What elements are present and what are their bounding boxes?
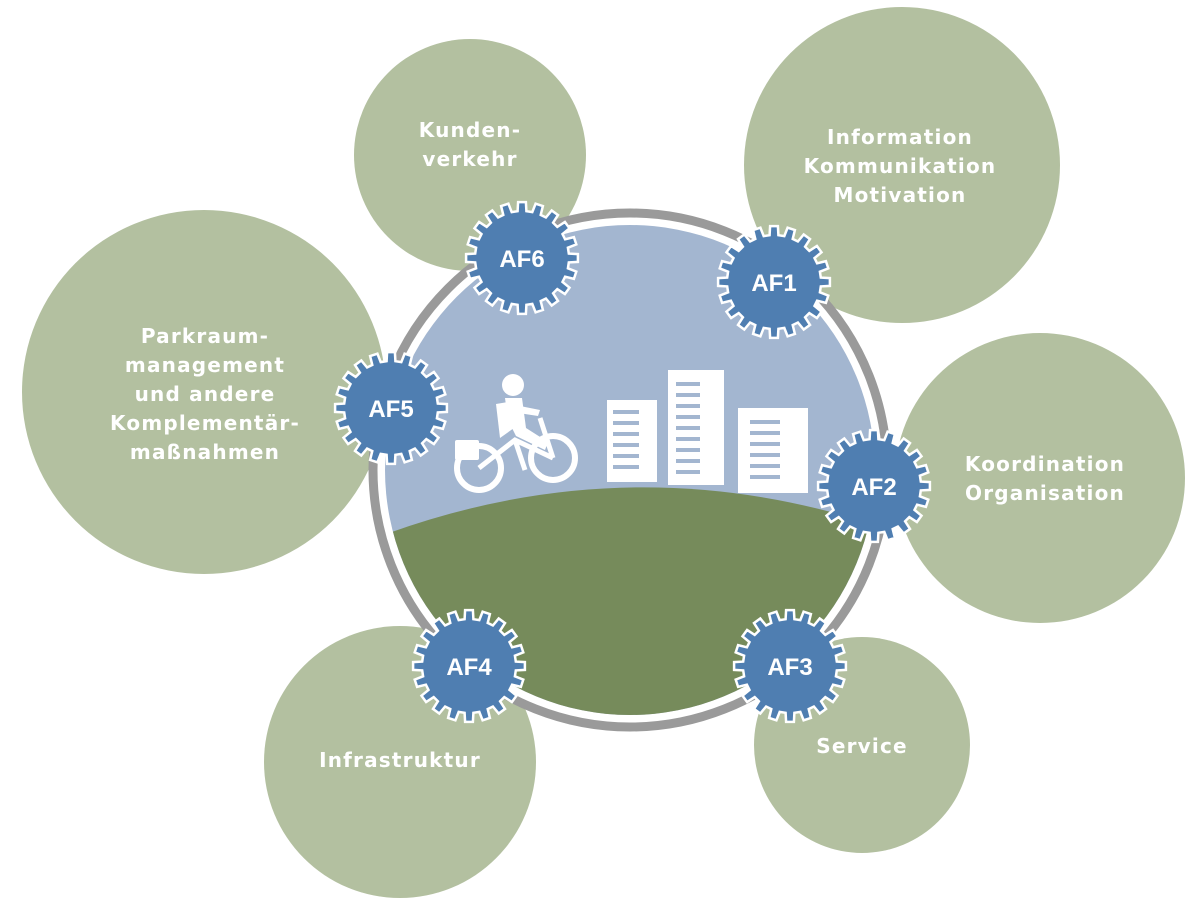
field-label-af1: Information Kommunikation Motivation <box>775 123 1025 210</box>
field-label-line: Information <box>827 125 973 149</box>
building-window <box>750 475 780 479</box>
buildings-icon <box>607 370 808 493</box>
field-label-line: verkehr <box>422 147 518 171</box>
gear-label-af6: AF6 <box>499 246 545 273</box>
field-label-line: Service <box>816 734 908 758</box>
field-label-af3: Service <box>792 732 932 761</box>
building-window <box>750 464 780 468</box>
building-window <box>676 393 700 397</box>
building-window <box>676 470 700 474</box>
field-circle-af5 <box>22 210 386 574</box>
building-window <box>750 431 780 435</box>
gear-icon <box>464 200 580 316</box>
building-window <box>613 443 639 447</box>
building-window <box>750 442 780 446</box>
building-window <box>676 459 700 463</box>
gear-icon <box>732 608 848 724</box>
gear-icon <box>716 224 832 340</box>
field-label-line: Kunden- <box>418 118 522 142</box>
field-label-af5: Parkraum- management und andere Kompleme… <box>80 322 330 467</box>
gear-icon <box>333 350 449 466</box>
field-label-line: management <box>124 353 286 377</box>
field-circle-af1 <box>744 7 1060 323</box>
cyclist-icon <box>454 374 578 493</box>
gear-icon <box>816 428 932 544</box>
gear-label-af1: AF1 <box>751 270 797 297</box>
building-window <box>676 426 700 430</box>
gear-label-af3: AF3 <box>767 654 813 681</box>
building-window <box>676 415 700 419</box>
building-window <box>750 420 780 424</box>
gear-label-af5: AF5 <box>368 396 414 423</box>
field-label-line: Infrastruktur <box>319 748 481 772</box>
building-window <box>613 410 639 414</box>
building-window <box>676 404 700 408</box>
field-label-line: und andere <box>134 382 276 406</box>
building-window <box>613 432 639 436</box>
field-label-af2: Koordination Organisation <box>930 450 1160 508</box>
gear-label-af4: AF4 <box>446 654 492 681</box>
building-window <box>676 437 700 441</box>
field-label-line: Organisation <box>965 481 1125 505</box>
field-label-line: Komplementär- <box>110 411 300 435</box>
field-label-line: maßnahmen <box>129 440 281 464</box>
field-circle-af2 <box>895 333 1185 623</box>
field-label-line: Motivation <box>833 183 967 207</box>
field-label-af6: Kunden- verkehr <box>400 116 540 174</box>
field-label-line: Parkraum- <box>140 324 270 348</box>
building-window <box>613 454 639 458</box>
field-label-line: Kommunikation <box>803 154 997 178</box>
field-label-af4: Infrastruktur <box>300 746 500 775</box>
gear-icon <box>411 608 527 724</box>
gears-layer <box>333 200 932 724</box>
gear-label-af2: AF2 <box>851 474 897 501</box>
field-label-line: Koordination <box>964 452 1126 476</box>
building-window <box>676 448 700 452</box>
building-window <box>750 453 780 457</box>
building-window <box>613 421 639 425</box>
building-window <box>676 382 700 386</box>
building-window <box>613 465 639 469</box>
